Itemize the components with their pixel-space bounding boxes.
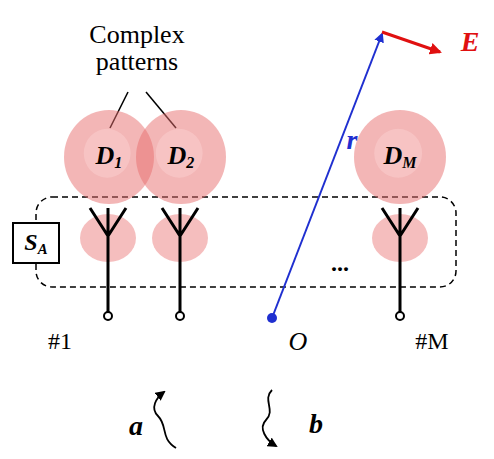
scattering-matrix-box: SA bbox=[12, 222, 60, 264]
origin-label: O bbox=[289, 328, 308, 355]
symbol-label: DM bbox=[383, 143, 416, 171]
pattern-lobe: DM bbox=[354, 110, 446, 204]
pattern-lobe: D2 bbox=[136, 110, 226, 204]
wave-label: b bbox=[309, 409, 323, 438]
antenna-ports bbox=[104, 312, 404, 320]
antenna-symbols bbox=[90, 208, 418, 312]
symbol-label: D2 bbox=[168, 143, 195, 171]
array-enclosure bbox=[36, 197, 456, 287]
symbol-label: D1 bbox=[96, 143, 123, 171]
pattern-lobes bbox=[80, 214, 428, 262]
annotation-text: Complex patterns bbox=[62, 21, 212, 76]
origin-dot bbox=[267, 313, 277, 323]
ellipsis-mark: ... bbox=[331, 251, 349, 276]
field-vector bbox=[382, 32, 440, 52]
vector-label: E bbox=[461, 27, 480, 56]
incident-wave-arrow bbox=[154, 392, 176, 448]
symbol-label: SA bbox=[24, 230, 47, 257]
element-number: #M bbox=[415, 329, 448, 354]
wave-label: a bbox=[129, 411, 143, 440]
reflected-wave-arrow bbox=[263, 390, 276, 446]
element-number: #1 bbox=[48, 329, 72, 354]
vector-label: r bbox=[347, 125, 358, 154]
